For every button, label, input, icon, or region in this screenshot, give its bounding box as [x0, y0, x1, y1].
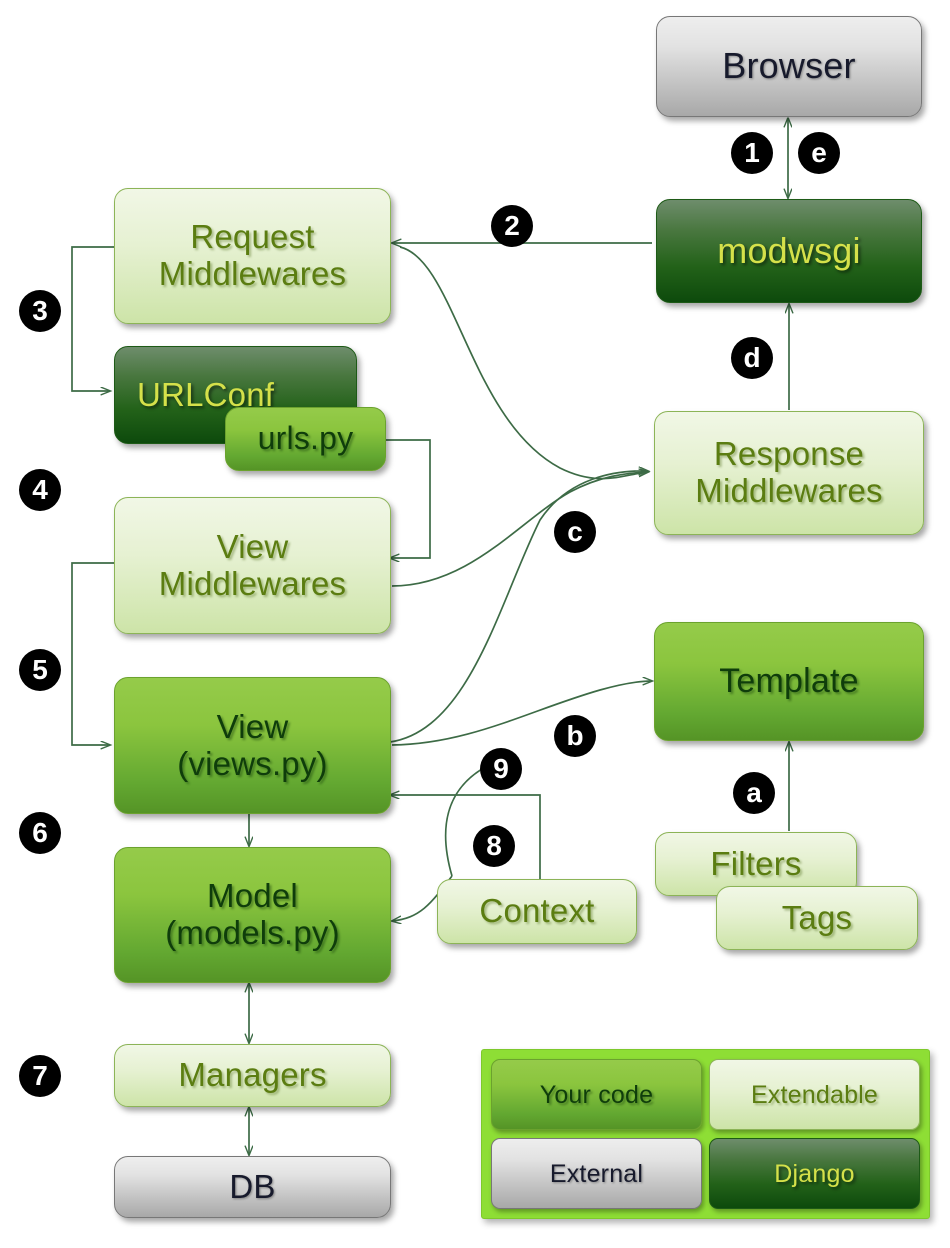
wire-reqmw-respmw: [399, 246, 648, 480]
wire-context-view: [390, 795, 541, 880]
legend-item-django[interactable]: Django: [709, 1138, 920, 1209]
step-badge-c-label: c: [567, 516, 583, 547]
node-view[interactable]: View (views.py): [114, 677, 391, 814]
node-view-middlewares-label: View Middlewares: [158, 527, 347, 602]
node-tags[interactable]: Tags: [716, 886, 918, 950]
step-badge-c[interactable]: c: [554, 511, 596, 553]
node-browser-label: Browser: [722, 45, 856, 87]
legend-item-your-code-label: Your code: [539, 1080, 654, 1109]
step-badge-a-label: a: [746, 777, 762, 808]
node-browser[interactable]: Browser: [656, 16, 922, 117]
node-tags-label: Tags: [781, 898, 853, 936]
step-badge-6-label: 6: [32, 817, 48, 848]
wire-viewmw-respmw: [391, 472, 648, 587]
legend-item-django-label: Django: [774, 1159, 855, 1188]
step-badge-3-label: 3: [32, 295, 48, 326]
step-badge-8[interactable]: 8: [473, 825, 515, 867]
node-urls-py-label: urls.py: [257, 420, 354, 457]
step-badge-9[interactable]: 9: [480, 748, 522, 790]
wire-urlspy-viewmw: [386, 439, 431, 558]
node-response-middlewares[interactable]: Response Middlewares: [654, 411, 924, 535]
step-badge-4-label: 4: [32, 474, 48, 505]
legend: Your code Extendable External Django: [481, 1049, 930, 1219]
node-model-label: Model (models.py): [165, 877, 340, 951]
node-template-label: Template: [719, 662, 859, 701]
node-urls-py[interactable]: urls.py: [225, 407, 386, 471]
step-badge-8-label: 8: [486, 830, 502, 861]
legend-item-external-label: External: [549, 1159, 644, 1188]
wire-reqmw-urlconf: [71, 246, 114, 391]
legend-item-extendable[interactable]: Extendable: [709, 1059, 920, 1130]
step-badge-7[interactable]: 7: [19, 1055, 61, 1097]
node-modwsgi-label: modwsgi: [717, 229, 861, 271]
legend-item-extendable-label: Extendable: [750, 1080, 879, 1109]
node-template[interactable]: Template: [654, 622, 924, 741]
node-db-label: DB: [229, 1167, 276, 1205]
step-badge-4[interactable]: 4: [19, 469, 61, 511]
legend-item-external[interactable]: External: [491, 1138, 702, 1209]
node-view-label: View (views.py): [177, 707, 328, 782]
step-badge-b[interactable]: b: [554, 715, 596, 757]
step-badge-b-label: b: [566, 720, 584, 751]
node-modwsgi[interactable]: modwsgi: [656, 199, 922, 303]
step-badge-2-label: 2: [504, 210, 520, 241]
node-filters-label: Filters: [710, 844, 802, 882]
step-badge-a[interactable]: a: [733, 772, 775, 814]
wire-view-template: [391, 681, 652, 746]
step-badge-d-label: d: [743, 342, 761, 373]
step-badge-1[interactable]: 1: [731, 132, 773, 174]
wire-viewmw-view: [71, 562, 114, 745]
step-badge-9-label: 9: [493, 753, 509, 784]
node-context-label: Context: [479, 892, 595, 930]
node-request-middlewares-label: Request Middlewares: [158, 218, 347, 292]
step-badge-1-label: 1: [744, 137, 760, 168]
node-managers-label: Managers: [178, 1056, 327, 1094]
step-badge-6[interactable]: 6: [19, 812, 61, 854]
node-request-middlewares[interactable]: Request Middlewares: [114, 188, 391, 324]
step-badge-e[interactable]: e: [798, 132, 840, 174]
step-badge-2[interactable]: 2: [491, 205, 533, 247]
node-model[interactable]: Model (models.py): [114, 847, 391, 983]
step-badge-5-label: 5: [32, 654, 48, 685]
step-badge-7-label: 7: [32, 1060, 48, 1091]
node-filters[interactable]: Filters: [655, 832, 857, 896]
legend-item-your-code[interactable]: Your code: [491, 1059, 702, 1130]
wire-view-respmw: [389, 471, 648, 743]
step-badge-d[interactable]: d: [731, 337, 773, 379]
step-badge-5[interactable]: 5: [19, 649, 61, 691]
node-response-middlewares-label: Response Middlewares: [695, 435, 883, 509]
node-context[interactable]: Context: [437, 879, 637, 944]
step-badge-3[interactable]: 3: [19, 290, 61, 332]
node-db[interactable]: DB: [114, 1156, 391, 1218]
node-managers[interactable]: Managers: [114, 1044, 391, 1107]
step-badge-e-label: e: [811, 137, 827, 168]
node-view-middlewares[interactable]: View Middlewares: [114, 497, 391, 634]
node-urlconf-label: URLConf: [137, 375, 275, 413]
